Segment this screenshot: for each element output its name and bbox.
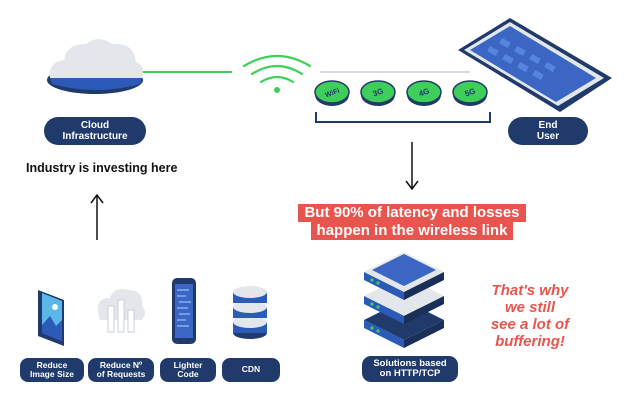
industry-note: Industry is investing here bbox=[26, 161, 178, 175]
database-icon bbox=[233, 286, 267, 339]
cdn-text: CDN bbox=[241, 364, 261, 375]
server-stack-icon bbox=[364, 252, 444, 348]
server-solutions-label: Solutions based on HTTP/TCP bbox=[362, 356, 458, 382]
server-solutions-text: Solutions based on HTTP/TCP bbox=[373, 357, 447, 379]
cloud-bars-icon bbox=[97, 289, 145, 333]
network-badge-wifi: WiFi bbox=[314, 80, 350, 106]
network-badge-label: 3G bbox=[372, 86, 385, 98]
network-badges: WiFi 3G 4G 5G bbox=[314, 80, 488, 106]
phone-icon bbox=[458, 18, 612, 112]
latency-banner-line-2: happen in the wireless link bbox=[310, 222, 514, 240]
down-arrow bbox=[405, 142, 419, 191]
buffering-note-line-1: That's why bbox=[491, 282, 569, 299]
image-icon bbox=[38, 290, 64, 346]
reduce-image-size-label: Reduce Image Size bbox=[20, 358, 84, 382]
buffering-note: That's why we still see a lot of bufferi… bbox=[470, 282, 590, 350]
latency-banner-line-1: But 90% of latency and losses bbox=[298, 204, 526, 222]
buffering-note-line-3: see a lot of bbox=[490, 316, 570, 333]
reduce-requests-text: Reduce Nº of Requests bbox=[96, 359, 146, 379]
wifi-signal-icon bbox=[242, 55, 312, 93]
network-badge-label: WiFi bbox=[324, 88, 340, 100]
network-bracket bbox=[315, 112, 491, 123]
network-badge-4g: 4G bbox=[406, 80, 442, 106]
lighter-code-text: Lighter Code bbox=[173, 359, 203, 379]
latency-banner: But 90% of latency and losses happen in … bbox=[292, 204, 532, 240]
end-user-label: End User bbox=[508, 117, 588, 145]
network-badge-label: 5G bbox=[464, 86, 477, 98]
end-user-text: End User bbox=[536, 120, 560, 142]
reduce-requests-label: Reduce Nº of Requests bbox=[88, 358, 154, 382]
cloud-infrastructure-label: Cloud Infrastructure bbox=[44, 117, 146, 145]
network-badge-5g: 5G bbox=[452, 80, 488, 106]
cdn-label: CDN bbox=[222, 358, 280, 382]
up-arrow bbox=[90, 193, 104, 240]
network-badge-label: 4G bbox=[418, 86, 431, 98]
buffering-note-line-4: buffering! bbox=[495, 333, 565, 350]
buffering-note-line-2: we still bbox=[504, 299, 556, 316]
reduce-image-size-text: Reduce Image Size bbox=[30, 359, 74, 379]
cloud-infrastructure-text: Cloud Infrastructure bbox=[62, 120, 128, 142]
network-badge-3g: 3G bbox=[360, 80, 396, 106]
lighter-code-label: Lighter Code bbox=[160, 358, 216, 382]
cloud-icon bbox=[47, 39, 144, 94]
phone-code-icon bbox=[172, 278, 196, 344]
